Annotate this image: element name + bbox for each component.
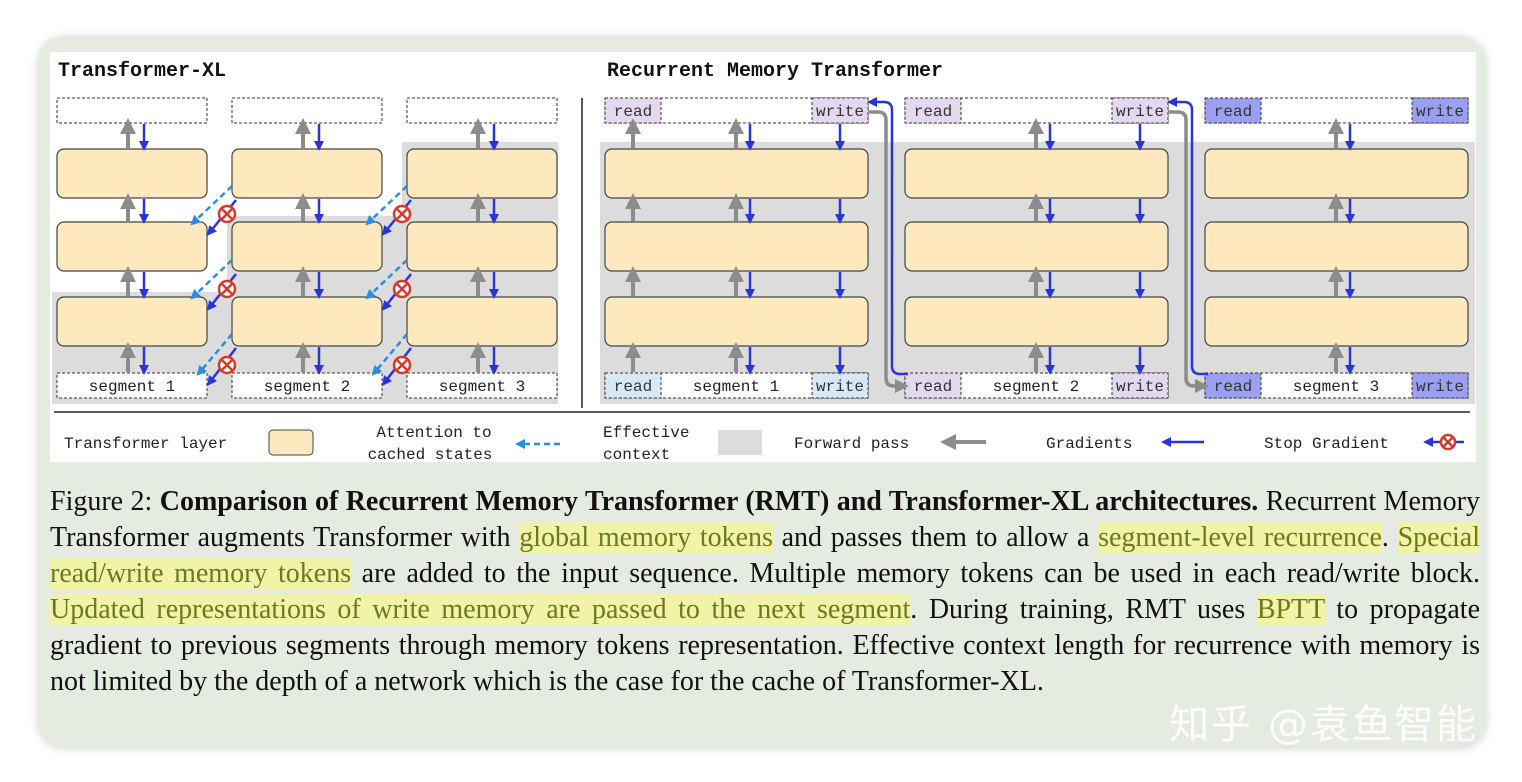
txl-segment-1-label: segment 1	[89, 378, 175, 396]
legend-gradients: Gradients	[1046, 435, 1132, 453]
caption-highlight-1: global memory tokens	[519, 522, 773, 553]
txl-layer-s2-l2	[231, 221, 383, 272]
rmt-segment-3: read write read segment 3 write	[1204, 97, 1469, 399]
caption-text-6: to propagate gradient to previous segmen…	[50, 594, 1481, 697]
rmt-s3-in-read-label: read	[1214, 378, 1252, 396]
rmt-s1-in-read-label: read	[614, 378, 652, 396]
figure-caption: Figure 2: Comparison of Recurrent Memory…	[50, 484, 1480, 700]
caption-text-3: .	[1381, 522, 1398, 553]
caption-text-5: . During training, RMT uses	[910, 594, 1257, 625]
diagram-panel: Transformer-XL segment 1 segment 2 segme…	[50, 52, 1476, 462]
caption-text-2: and passes them to allow a	[772, 522, 1099, 553]
rmt-s1-out-read-label: read	[614, 103, 652, 121]
caption-lead: Figure 2:	[50, 486, 160, 517]
rmt-s1-out-write-label: write	[816, 103, 864, 121]
txl-layer-s1-l2	[56, 221, 208, 272]
rmt-s1-label: segment 1	[693, 378, 779, 396]
txl-attention-arrows	[190, 185, 408, 376]
caption-highlight-2: segment-level recurrence	[1098, 522, 1382, 553]
legend-forward-pass: Forward pass	[794, 435, 909, 453]
legend: Transformer layer Attention to cached st…	[64, 424, 1464, 462]
rmt-s2-label: segment 2	[993, 378, 1079, 396]
caption-title: Comparison of Recurrent Memory Transform…	[159, 486, 1259, 517]
rmt-vertical-arrows	[625, 118, 1355, 375]
rmt-s1-in-write-label: write	[816, 378, 864, 396]
rmt-s3-in-write-label: write	[1416, 378, 1464, 396]
txl-stop-gradient-icons	[217, 204, 412, 375]
txl-layer-s2-l1	[231, 296, 383, 347]
rmt-s3-out-read-label: read	[1214, 103, 1252, 121]
legend-attention-line2: cached states	[368, 446, 493, 462]
txl-layer-s1-l3	[56, 148, 208, 199]
txl-layer-s2-l3	[231, 148, 383, 199]
rmt-s2-out-write-label: write	[1116, 103, 1164, 121]
legend-layer-swatch	[268, 429, 314, 456]
txl-layer-s1-l1	[56, 296, 208, 347]
txl-segment-3-label: segment 3	[439, 378, 525, 396]
legend-context-swatch	[718, 430, 762, 455]
txl-layer-s3-l2	[406, 221, 558, 272]
txl-layer-s3-l3	[406, 148, 558, 199]
legend-transformer-layer: Transformer layer	[64, 435, 227, 453]
legend-effective-line2: context	[603, 446, 670, 462]
legend-stop-gradient: Stop Gradient	[1264, 435, 1389, 453]
caption-text-4: are added to the input sequence. Multipl…	[351, 558, 1480, 589]
rmt-s3-out-write-label: write	[1416, 103, 1464, 121]
watermark: 知乎 @袁鱼智能	[1169, 702, 1478, 748]
rmt-s2-in-write-label: write	[1116, 378, 1164, 396]
rmt-title: Recurrent Memory Transformer	[607, 60, 943, 83]
txl-vertical-arrows	[120, 118, 499, 375]
txl-segment-3-box	[406, 372, 558, 399]
rmt-segment-1: read write read segment 1 write	[604, 97, 869, 399]
txl-title: Transformer-XL	[58, 60, 226, 83]
rmt-segment-2: read write read segment 2 write	[904, 97, 1169, 399]
rmt-s2-in-read-label: read	[914, 378, 952, 396]
legend-attention-line1: Attention to	[376, 424, 491, 442]
rmt-s3-label: segment 3	[1293, 378, 1379, 396]
txl-layer-s3-l1	[406, 296, 558, 347]
caption-highlight-4: Updated representations of write memory …	[50, 594, 911, 625]
txl-output-box-2	[231, 97, 383, 124]
txl-output-box-1	[56, 97, 208, 124]
rmt-s2-out-read-label: read	[914, 103, 952, 121]
legend-effective-line1: Effective	[603, 424, 689, 442]
caption-text-1: Recurrent Memory Transformer augments Tr…	[50, 486, 1480, 553]
architecture-diagram: Transformer-XL segment 1 segment 2 segme…	[52, 60, 1475, 462]
txl-segment-2-box	[231, 372, 383, 399]
txl-output-box-3	[406, 97, 558, 124]
caption-highlight-5: BPTT	[1256, 594, 1325, 625]
txl-segment-2-label: segment 2	[264, 378, 350, 396]
txl-segment-1-box	[56, 372, 208, 399]
legend-stop-icon	[1439, 433, 1457, 451]
rmt-memory-recurrence	[867, 97, 1209, 393]
